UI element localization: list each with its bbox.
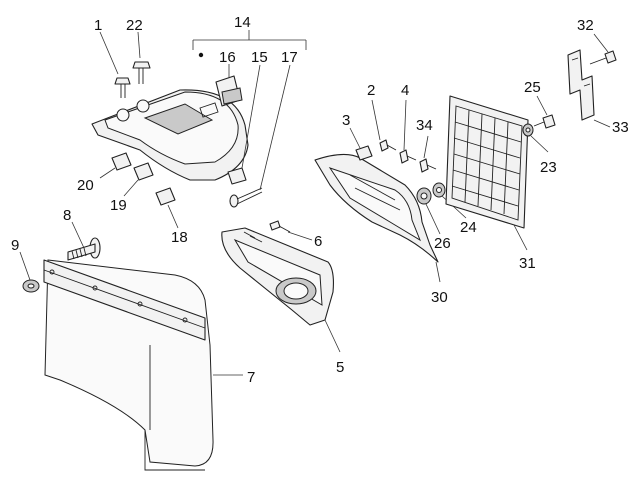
callout-26: 26 bbox=[434, 235, 451, 252]
clip-part-16 bbox=[198, 52, 243, 107]
callout-14: 14 bbox=[234, 14, 251, 31]
screw-part-1 bbox=[99, 31, 131, 98]
callout-5: 5 bbox=[336, 359, 344, 376]
rivet-part-17 bbox=[229, 64, 291, 208]
callout-15: 15 bbox=[251, 49, 268, 66]
callout-labels: 1 2 3 4 5 6 7 8 9 14 15 16 17 18 19 20 2… bbox=[11, 14, 629, 386]
bolt-part-8 bbox=[67, 221, 101, 261]
clip-nut-part-19 bbox=[123, 162, 154, 197]
screw-part-2 bbox=[371, 99, 397, 152]
callout-31: 31 bbox=[519, 255, 536, 272]
callout-34: 34 bbox=[416, 117, 433, 134]
callout-7: 7 bbox=[247, 369, 255, 386]
callout-25: 25 bbox=[524, 79, 541, 96]
washer-part-9 bbox=[19, 251, 40, 293]
washer-part-24 bbox=[432, 182, 467, 219]
screw-part-4 bbox=[399, 99, 417, 164]
screw-part-6 bbox=[269, 220, 313, 241]
washer-part-26 bbox=[416, 187, 441, 235]
screw-part-25 bbox=[533, 95, 556, 129]
mud-flap-part bbox=[43, 259, 243, 471]
callout-18: 18 bbox=[171, 229, 188, 246]
screw-part-22 bbox=[132, 31, 151, 84]
clip-nut-part-15 bbox=[227, 64, 261, 185]
callout-33: 33 bbox=[612, 119, 629, 136]
callout-23: 23 bbox=[540, 159, 557, 176]
callout-24: 24 bbox=[460, 219, 477, 236]
tray-cover-part bbox=[91, 30, 307, 181]
callout-2: 2 bbox=[367, 82, 375, 99]
washer-part-23 bbox=[522, 123, 549, 153]
callout-3: 3 bbox=[342, 112, 350, 129]
fender-part-30 bbox=[314, 153, 441, 283]
clip-nut-part-20 bbox=[99, 152, 132, 179]
callout-19: 19 bbox=[110, 197, 127, 214]
bracket-part-33 bbox=[567, 49, 611, 128]
plate-holder-part-5 bbox=[221, 227, 341, 353]
screw-part-34 bbox=[419, 135, 437, 173]
callout-32: 32 bbox=[577, 17, 594, 34]
callout-16: 16 bbox=[219, 49, 236, 66]
callout-20: 20 bbox=[77, 177, 94, 194]
callout-9: 9 bbox=[11, 237, 19, 254]
callout-1: 1 bbox=[94, 17, 102, 34]
plate-bracket-part-31 bbox=[445, 95, 529, 251]
callout-17: 17 bbox=[281, 49, 298, 66]
callout-22: 22 bbox=[126, 17, 143, 34]
screw-part-32 bbox=[589, 33, 617, 65]
callout-8: 8 bbox=[63, 207, 71, 224]
clip-nut-part-3 bbox=[349, 127, 373, 161]
callout-6: 6 bbox=[314, 233, 322, 250]
clip-nut-part-18 bbox=[155, 187, 179, 229]
callout-4: 4 bbox=[401, 82, 409, 99]
callout-30: 30 bbox=[431, 289, 448, 306]
